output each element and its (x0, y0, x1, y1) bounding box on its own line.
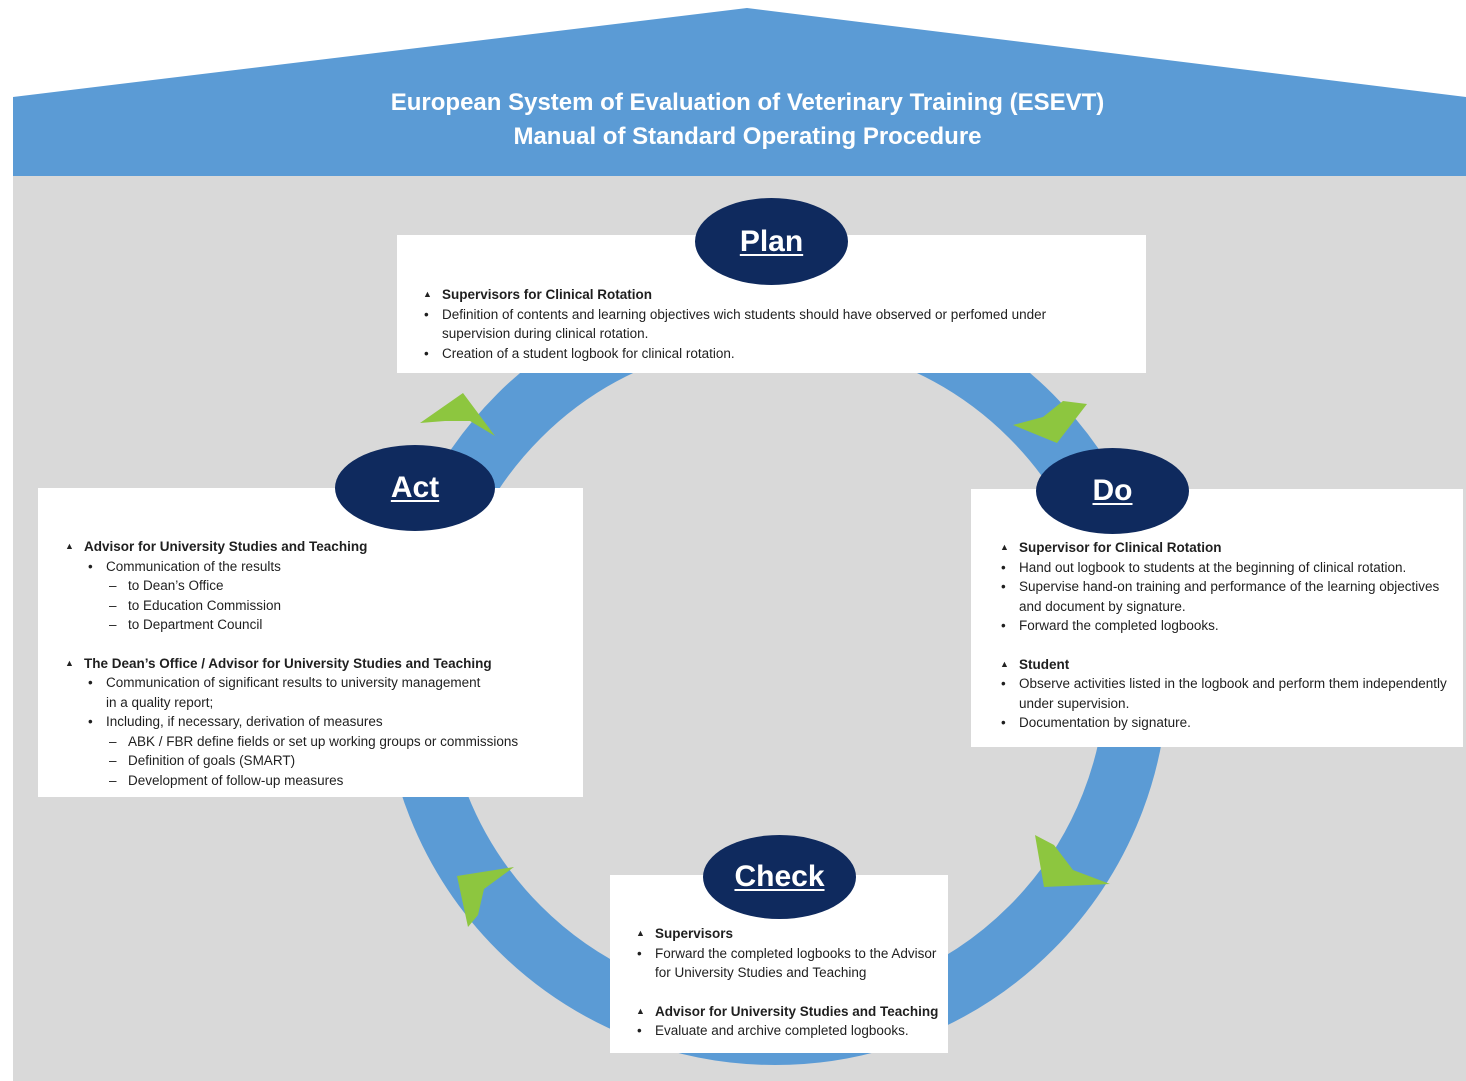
do-bullet-4: Observe activities listed in the logbook… (997, 674, 1453, 713)
plan-role: Supervisors for Clinical Rotation (420, 285, 1106, 305)
do-label: Do (1092, 474, 1133, 507)
plan-label: Plan (739, 224, 804, 258)
check-role-1: Supervisors (633, 924, 942, 944)
check-role-2: Advisor for University Studies and Teach… (633, 1002, 942, 1022)
check-label: Check (734, 860, 825, 893)
do-bullet-2: Supervise hand-on training and performan… (997, 577, 1453, 616)
act-sub-2: to Education Commission (106, 596, 573, 616)
do-role-2: Student (997, 655, 1453, 675)
do-bullet-3: Forward the completed logbooks. (997, 616, 1453, 636)
act-sub-1: to Dean’s Office (106, 576, 573, 596)
act-bullet-2: Communication of significant results to … (84, 673, 573, 693)
act-box: Advisor for University Studies and Teach… (38, 488, 583, 797)
arrow-do-to-check (1035, 835, 1110, 887)
arrow-act-to-plan (420, 393, 495, 436)
header-roof (13, 8, 1466, 176)
act-oval: Act (335, 445, 495, 531)
act-role-1: Advisor for University Studies and Teach… (62, 537, 573, 557)
arrow-check-to-act (457, 867, 514, 927)
check-oval: Check (703, 835, 856, 919)
do-oval: Do (1036, 448, 1189, 534)
check-bullet-1: Forward the completed logbooks to the Ad… (633, 944, 942, 983)
header-title-line2: Manual of Standard Operating Procedure (513, 123, 982, 150)
act-bullet-1: Communication of the results (84, 557, 573, 577)
do-role-1: Supervisor for Clinical Rotation (997, 538, 1453, 558)
act-sub-6: Development of follow-up measures (106, 771, 573, 791)
plan-bullet-2: Creation of a student logbook for clinic… (420, 344, 1106, 364)
plan-oval: Plan (695, 198, 848, 285)
check-box: Supervisors Forward the completed logboo… (610, 875, 948, 1053)
arrow-plan-to-do (1013, 401, 1087, 443)
do-bullet-5: Documentation by signature. (997, 713, 1453, 733)
check-bullet-2: Evaluate and archive completed logbooks. (633, 1021, 942, 1041)
act-label: Act (390, 471, 440, 504)
act-bullet-3: Including, if necessary, derivation of m… (84, 712, 573, 732)
act-sub-5: Definition of goals (SMART) (106, 751, 573, 771)
do-bullet-1: Hand out logbook to students at the begi… (997, 558, 1453, 578)
act-role-2: The Dean’s Office / Advisor for Universi… (62, 654, 573, 674)
do-box: Supervisor for Clinical Rotation Hand ou… (971, 489, 1463, 747)
header-title: European System of Evaluation of Veterin… (0, 86, 1466, 154)
plan-bullet-1: Definition of contents and learning obje… (420, 305, 1106, 344)
act-sub-3: to Department Council (106, 615, 573, 635)
act-bullet-2-cont: in a quality report; (106, 694, 214, 710)
act-sub-4: ABK / FBR define fields or set up workin… (106, 732, 573, 752)
header-title-line1: European System of Evaluation of Veterin… (390, 89, 1105, 116)
